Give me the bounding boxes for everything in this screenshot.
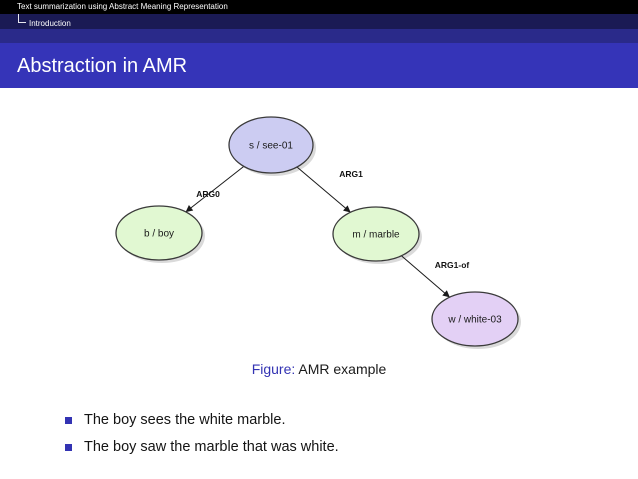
bullet-text: The boy saw the marble that was white. [84, 439, 339, 455]
bullet-text: The boy sees the white marble. [84, 412, 286, 428]
node-label-white: w / white-03 [447, 315, 502, 326]
header-subsection-bar [0, 29, 638, 43]
frame-title-bar: Abstraction in AMR [0, 43, 638, 88]
bullet-list: The boy sees the white marble. The boy sa… [65, 412, 605, 466]
bullet-square-icon [65, 417, 72, 424]
bullet-square-icon [65, 444, 72, 451]
graph-node-see [228, 116, 314, 174]
tree-connector-icon [18, 14, 26, 23]
graph-edge-marble-white [401, 255, 450, 298]
bullet-item-1: The boy sees the white marble. [65, 412, 605, 429]
doc-title: Text summarization using Abstract Meanin… [17, 2, 228, 11]
header-section-bar: Introduction [0, 14, 638, 29]
graph-node-boy [115, 205, 203, 261]
node-label-boy: b / boy [144, 229, 174, 240]
frame-title: Abstraction in AMR [17, 55, 188, 77]
figure-caption: Figure: AMR example [0, 361, 638, 377]
edge-label-arg1: ARG1 [339, 169, 363, 179]
node-label-marble: m / marble [352, 230, 400, 241]
edge-label-arg1-of: ARG1-of [435, 260, 470, 270]
graph-node-marble [332, 206, 420, 262]
section-title: Introduction [29, 19, 71, 28]
figure-caption-prefix: Figure: [251, 361, 296, 377]
bullet-item-2: The boy saw the marble that was white. [65, 439, 605, 456]
graph-node-white [431, 291, 519, 347]
graph-edge-see-marble [296, 166, 351, 213]
figure-caption-text: AMR example [298, 361, 387, 377]
graph-edge-see-boy [185, 165, 245, 213]
header-doc-title-bar: Text summarization using Abstract Meanin… [0, 0, 638, 14]
node-label-see: s / see-01 [249, 141, 293, 152]
edge-label-arg0: ARG0 [196, 189, 220, 199]
